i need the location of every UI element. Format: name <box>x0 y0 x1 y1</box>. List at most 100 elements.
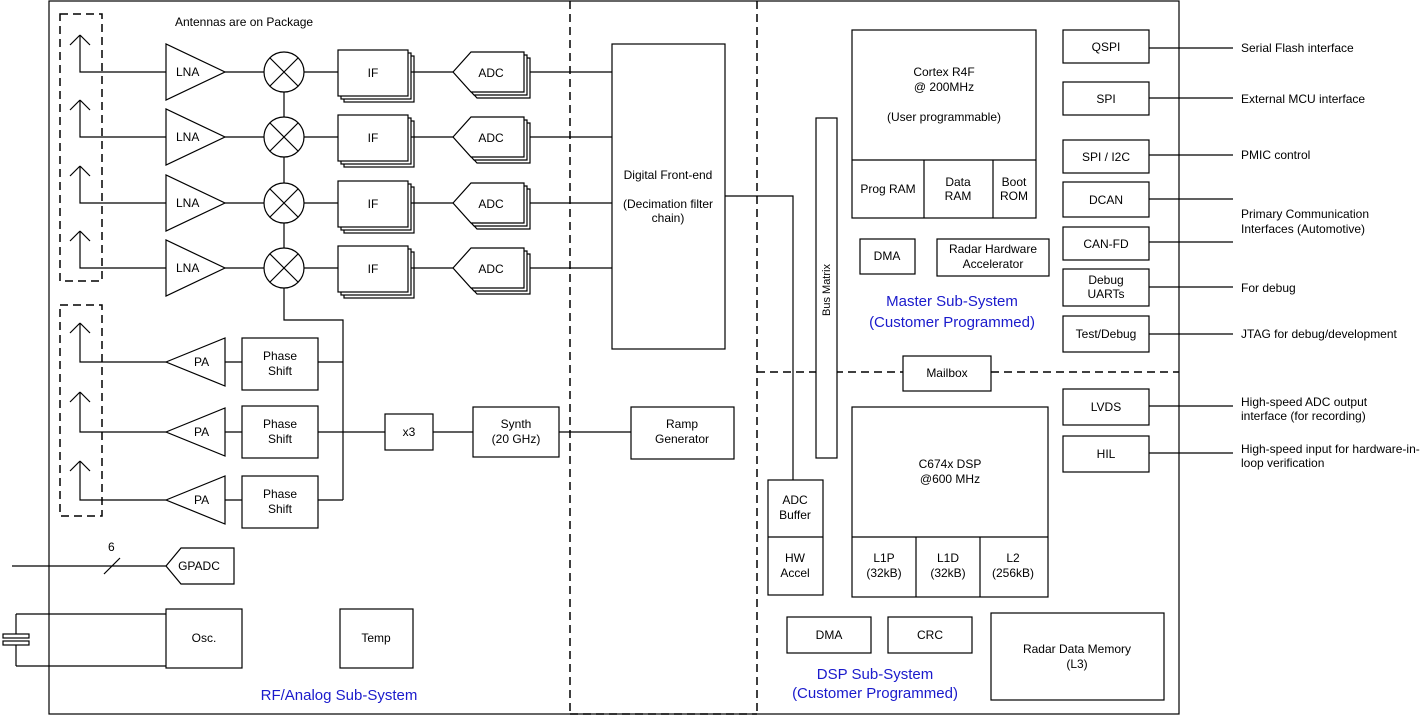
svg-text:Interfaces (Automotive): Interfaces (Automotive) <box>1241 222 1365 236</box>
svg-text:Buffer: Buffer <box>779 508 811 522</box>
svg-text:(32kB): (32kB) <box>866 566 901 580</box>
svg-text:Radar Data Memory: Radar Data Memory <box>1023 642 1131 656</box>
cortex-r4f <box>851 29 1037 219</box>
phase-shift-3 <box>241 475 319 529</box>
dsp-subsystem-label: DSP Sub-System <box>817 666 933 683</box>
qspi <box>1062 29 1150 64</box>
adc-1 <box>452 51 531 99</box>
svg-text:DMA: DMA <box>874 249 901 263</box>
ramp-generator <box>630 406 735 460</box>
master-subsystem-label: Master Sub-System <box>886 293 1018 310</box>
svg-text:JTAG for debug/development: JTAG for debug/development <box>1241 327 1398 341</box>
data-ram: Data <box>945 175 971 189</box>
svg-text:ADC: ADC <box>478 262 504 276</box>
svg-text:(L3): (L3) <box>1066 657 1087 671</box>
svg-text:Debug: Debug <box>1088 273 1123 287</box>
rx-chain: LNA LNA LNA LNA <box>165 43 612 501</box>
adc-4 <box>452 247 531 295</box>
gpadc-bus-width: 6 <box>108 540 115 554</box>
svg-text:(User programmable): (User programmable) <box>887 110 1001 124</box>
svg-text:Phase: Phase <box>263 349 297 363</box>
tx-antenna-group <box>59 304 103 517</box>
svg-text:Shift: Shift <box>268 432 293 446</box>
spi-i2c <box>1062 139 1150 174</box>
lna-2 <box>165 108 227 166</box>
mixer-2 <box>263 116 305 158</box>
svg-text:Accel: Accel <box>780 566 809 580</box>
svg-text:Temp: Temp <box>361 631 391 645</box>
svg-text:Bus Matrix: Bus Matrix <box>821 264 833 316</box>
svg-text:ADC: ADC <box>782 493 808 507</box>
svg-text:RAM: RAM <box>945 189 972 203</box>
phase-shift-1 <box>241 337 319 391</box>
svg-text:LVDS: LVDS <box>1091 400 1121 414</box>
svg-text:PA: PA <box>194 355 209 369</box>
svg-text:For debug: For debug <box>1241 281 1296 295</box>
svg-text:IF: IF <box>368 197 379 211</box>
mixer-3 <box>263 182 305 224</box>
svg-text:C674x DSP: C674x DSP <box>919 457 982 471</box>
l1d-cache: L1D <box>937 551 959 565</box>
svg-text:High-speed ADC output: High-speed ADC output <box>1241 395 1368 409</box>
svg-text:(20 GHz): (20 GHz) <box>492 432 541 446</box>
svg-text:Phase: Phase <box>263 487 297 501</box>
tx-chain: PA PA PA Phase Shift Phase Shift Phase S… <box>164 337 735 529</box>
svg-text:HIL: HIL <box>1097 447 1116 461</box>
tx-antennas <box>69 322 166 501</box>
svg-text:DCAN: DCAN <box>1089 193 1123 207</box>
bus-matrix <box>815 117 838 459</box>
master-dma <box>859 238 916 275</box>
svg-text:Osc.: Osc. <box>192 631 217 645</box>
svg-text:ADC: ADC <box>478 66 504 80</box>
svg-text:ROM: ROM <box>1000 189 1028 203</box>
svg-text:IF: IF <box>368 131 379 145</box>
svg-text:@ 200MHz: @ 200MHz <box>914 80 974 94</box>
rx-antennas <box>69 34 166 269</box>
svg-text:(Customer Programmed): (Customer Programmed) <box>792 685 958 702</box>
boot-rom: Boot <box>1002 175 1027 189</box>
svg-text:loop verification: loop verification <box>1241 456 1324 470</box>
gpadc <box>165 547 235 585</box>
peripherals: QSPI SPI SPI / I2C DCAN CAN-FD Debug UAR… <box>1062 29 1233 473</box>
svg-text:Phase: Phase <box>263 417 297 431</box>
svg-text:GPADC: GPADC <box>178 559 220 573</box>
if-block-3 <box>337 180 415 234</box>
svg-text:Primary Communication: Primary Communication <box>1241 207 1369 221</box>
svg-text:HW: HW <box>785 551 806 565</box>
svg-text:ADC: ADC <box>478 197 504 211</box>
svg-text:(Decimation filter: (Decimation filter <box>623 197 713 211</box>
radar-data-memory <box>990 612 1165 701</box>
crystal-icon <box>2 613 166 667</box>
rx-antenna-group <box>59 13 103 282</box>
svg-text:Ramp: Ramp <box>666 417 698 431</box>
test-debug <box>1062 315 1150 353</box>
svg-text:Test/Debug: Test/Debug <box>1076 327 1137 341</box>
crc <box>887 616 973 654</box>
svg-text:QSPI: QSPI <box>1092 40 1121 54</box>
svg-text:Serial Flash interface: Serial Flash interface <box>1241 41 1354 55</box>
prog-ram: Prog RAM <box>860 182 915 196</box>
svg-text:PA: PA <box>194 425 209 439</box>
spi <box>1062 81 1150 116</box>
svg-text:IF: IF <box>368 262 379 276</box>
svg-text:(256kB): (256kB) <box>992 566 1034 580</box>
svg-text:IF: IF <box>368 66 379 80</box>
dsp-dma <box>786 616 872 654</box>
svg-text:Mailbox: Mailbox <box>926 366 967 380</box>
l2-cache: L2 <box>1006 551 1020 565</box>
svg-text:chain): chain) <box>652 211 685 225</box>
mixer-1 <box>263 51 305 93</box>
phase-shift-2 <box>241 405 319 459</box>
oscillator <box>165 608 243 669</box>
lvds <box>1062 388 1150 426</box>
if-block-1 <box>337 49 415 103</box>
antennas-label: Antennas are on Package <box>175 15 313 29</box>
svg-text:(Customer Programmed): (Customer Programmed) <box>869 314 1035 331</box>
svg-text:UARTs: UARTs <box>1087 287 1124 301</box>
svg-text:External MCU interface: External MCU interface <box>1241 92 1365 106</box>
adc-2 <box>452 116 531 164</box>
svg-text:Synth: Synth <box>501 417 532 431</box>
svg-text:PA: PA <box>194 493 209 507</box>
svg-text:LNA: LNA <box>176 196 199 210</box>
